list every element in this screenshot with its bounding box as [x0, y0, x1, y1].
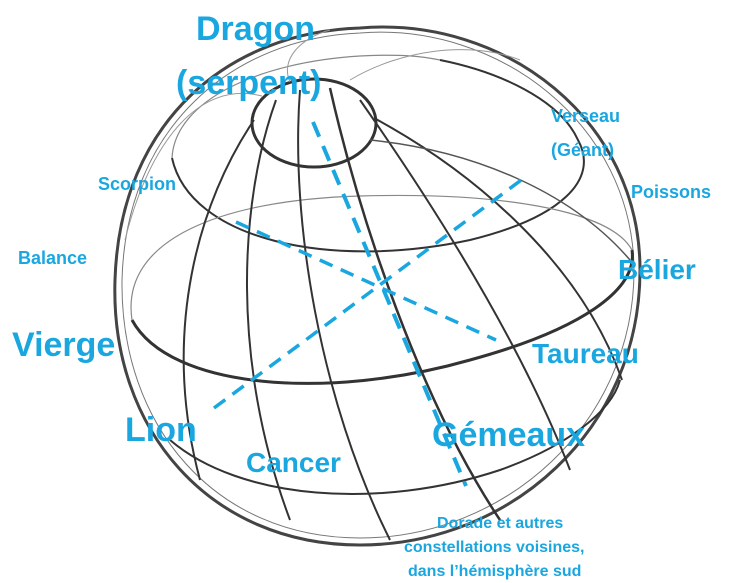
label-south-line3: dans l’hémisphère sud — [408, 564, 581, 580]
label-scorpion: Scorpion — [98, 175, 176, 193]
label-balance: Balance — [18, 249, 87, 267]
sphere-outline — [115, 27, 640, 545]
label-taureau: Taureau — [532, 340, 639, 368]
meridian-back-1 — [125, 93, 262, 240]
label-dragon-line1: Dragon — [196, 12, 315, 46]
meridian-5 — [360, 100, 570, 470]
label-lion: Lion — [125, 413, 197, 447]
axis-dashed-diagonal-2 — [236, 222, 496, 340]
label-cancer: Cancer — [246, 449, 341, 477]
label-south-line1: Dorade et autres — [437, 516, 563, 532]
label-verseau-line1: Verseau — [551, 107, 620, 125]
label-dragon-line2: (serpent) — [176, 66, 321, 100]
label-belier: Bélier — [618, 256, 696, 284]
label-gemeaux: Gémeaux — [432, 418, 585, 452]
equator-back — [131, 195, 632, 320]
axis-dashed-diagonal-1 — [214, 175, 528, 408]
label-poissons: Poissons — [631, 183, 711, 201]
label-verseau-line2: (Géant) — [551, 141, 614, 159]
label-vierge: Vierge — [12, 328, 115, 362]
label-south-line2: constellations voisines, — [404, 540, 585, 556]
